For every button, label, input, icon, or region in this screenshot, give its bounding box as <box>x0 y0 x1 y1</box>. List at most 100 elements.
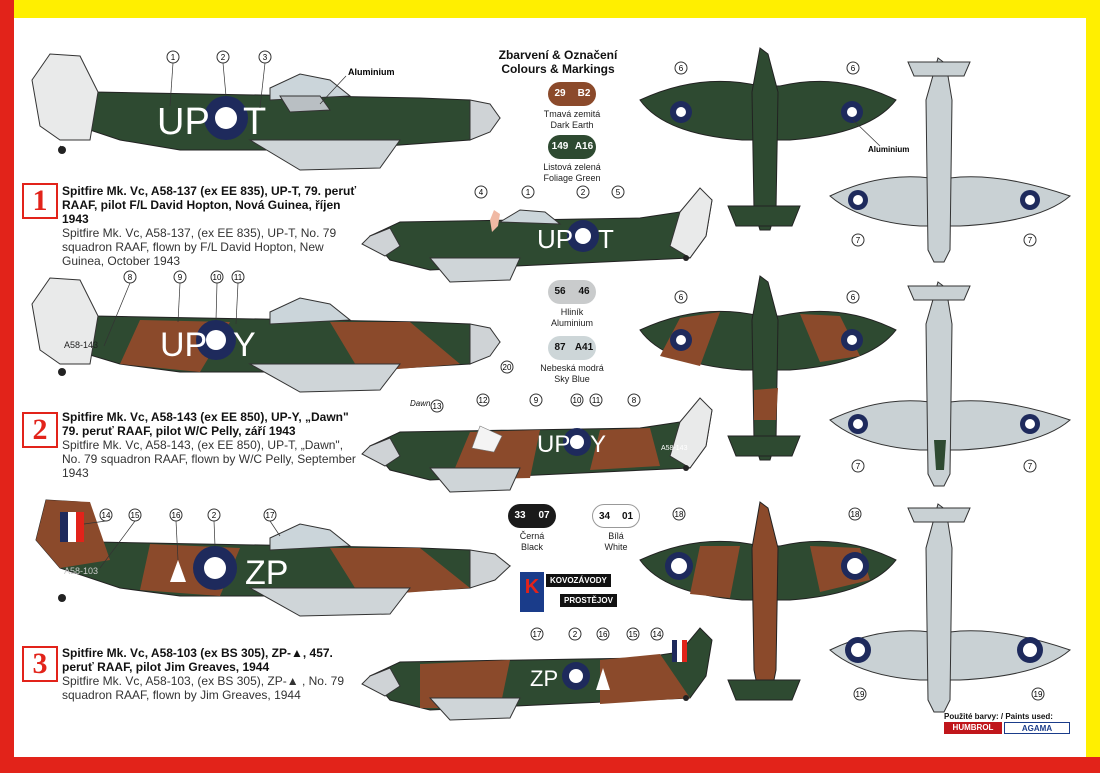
s2-small-callout-8: 8 <box>632 396 637 405</box>
s1-small-callout-2: 2 <box>581 188 586 197</box>
s3-small-callout-2: 2 <box>573 630 578 639</box>
s1-small-code-right: T <box>598 224 614 254</box>
s2-code-right: Y <box>233 326 256 364</box>
scheme-number-2: 2 <box>22 412 58 448</box>
swatch-name-cz: Bílá <box>608 531 624 541</box>
s3-callout-14: 14 <box>102 511 111 520</box>
swatch-code: 56 <box>554 286 566 297</box>
swatch-dark-earth: 29 B2 <box>548 82 596 106</box>
s2-small-code-left: UP <box>537 431 570 458</box>
s1-callout-2: 2 <box>221 53 226 62</box>
top3-callout-18b: 18 <box>851 510 860 519</box>
swatch-code: 07 <box>538 510 550 521</box>
swatch-name-cz: Hliník <box>560 307 584 317</box>
s3-code: ZP <box>245 554 288 592</box>
humbrol-logo: HUMBROL <box>944 722 1002 734</box>
bottom1-callout-7b: 7 <box>1028 236 1033 245</box>
s3-callout-15: 15 <box>131 511 140 520</box>
s3-callouts <box>83 508 281 569</box>
s2-side-view <box>31 277 501 393</box>
aluminium-callout: Aluminium <box>348 67 395 77</box>
kovozavody-top-text: KOVOZÁVODY <box>546 574 611 587</box>
kovozavody-k-mark: K <box>520 572 544 612</box>
s1-small-callout-4: 4 <box>479 188 484 197</box>
top2-callout-6a: 6 <box>679 293 684 302</box>
scheme-number-1: 1 <box>22 183 58 219</box>
swatch-code: B2 <box>577 88 591 99</box>
top1-callout-6a: 6 <box>679 64 684 73</box>
agama-logo: AGAMA <box>1004 722 1070 734</box>
swatch-label-sky-blue: Nebeská modrá Sky Blue <box>527 363 617 385</box>
bottom-red-border <box>0 757 1100 773</box>
bottom2-callout-7a: 7 <box>856 462 861 471</box>
s2-code-left: UP <box>160 326 207 364</box>
s3-small-code: ZP <box>530 666 558 691</box>
scheme-title-1: Spitfire Mk. Vc, A58-137 (ex EE 835), UP… <box>62 184 357 226</box>
s3-side-view <box>35 499 512 617</box>
s2-callout-10: 10 <box>213 273 222 282</box>
s2-small-serial: A58-143 <box>661 445 688 452</box>
swatch-code: 149 <box>551 141 569 152</box>
swatch-label-black: Černá Black <box>487 531 577 553</box>
swatch-name-cz: Listová zelená <box>543 162 601 172</box>
s2-callouts <box>103 270 514 374</box>
title-english: Colours & Markings <box>501 62 615 76</box>
swatch-label-white: Bílá White <box>571 531 661 553</box>
underside-view-3 <box>829 503 1071 713</box>
s2-small-callouts <box>430 393 641 413</box>
kovozavody-bottom-text: PROSTĚJOV <box>560 594 617 607</box>
s1-code-right: T <box>243 101 266 143</box>
s1-callout-1: 1 <box>171 53 176 62</box>
dawn-nose-art-label: Dawn <box>410 399 431 408</box>
s3-small-callout-17: 17 <box>533 630 542 639</box>
left-red-border <box>0 0 14 773</box>
swatch-code: A16 <box>574 141 594 152</box>
s1-small-code-left: UP <box>537 224 573 254</box>
scheme-caption-3: Spitfire Mk. Vc, A58-103 (ex BS 305), ZP… <box>62 646 362 702</box>
swatch-label-aluminium: Hliník Aluminium <box>527 307 617 329</box>
s2-small-callout-9: 9 <box>534 396 539 405</box>
underside-view-1 <box>829 57 1071 263</box>
s2-small-callout-13: 13 <box>433 402 442 411</box>
s2-serial: A58-143 <box>64 340 98 350</box>
swatch-code: A41 <box>574 342 594 353</box>
bottom1-callout-7a: 7 <box>856 236 861 245</box>
swatch-name-en: Foliage Green <box>543 173 601 183</box>
s3-callout-16: 16 <box>172 511 181 520</box>
swatch-name-en: Dark Earth <box>550 120 594 130</box>
s3-small-callout-15: 15 <box>629 630 638 639</box>
s1-callout-markers <box>166 50 347 109</box>
s3-small-callout-14: 14 <box>653 630 662 639</box>
scheme-english-1: Spitfire Mk. Vc, A58-137, (ex EE 835), U… <box>62 226 337 268</box>
swatch-name-cz: Tmavá zemitá <box>543 109 601 119</box>
swatch-code: 33 <box>514 510 526 521</box>
swatch-code: 87 <box>554 342 566 353</box>
swatch-name-en: Sky Blue <box>554 374 590 384</box>
s2-small-callout-10: 10 <box>573 396 582 405</box>
s2-callout-11: 11 <box>234 273 243 282</box>
s1-small-callout-1: 1 <box>526 188 531 197</box>
swatch-label-dark-earth: Tmavá zemitá Dark Earth <box>527 109 617 131</box>
scheme-title-2: Spitfire Mk. Vc, A58-143 (ex EE 850), UP… <box>62 410 349 438</box>
scheme-number-3: 3 <box>22 646 58 682</box>
plan-view-callouts <box>672 61 1045 701</box>
s2-callout-8: 8 <box>128 273 133 282</box>
swatch-name-en: Black <box>520 542 543 552</box>
top-view-2 <box>639 275 897 461</box>
swatch-code: 34 <box>598 511 611 522</box>
swatch-name-en: Aluminium <box>550 318 593 328</box>
scheme-caption-2: Spitfire Mk. Vc, A58-143 (ex EE 850), UP… <box>62 410 362 480</box>
swatch-code: 29 <box>554 88 566 99</box>
top-view-1 <box>639 47 897 231</box>
swatch-name-en: White <box>604 542 628 552</box>
paints-used-label: Použité barvy: / Paints used: <box>944 712 1053 721</box>
aluminium-wing-callout: Aluminium <box>868 145 909 154</box>
s2-small-callout-12: 12 <box>479 396 488 405</box>
s3-callout-17: 17 <box>266 511 275 520</box>
s1-small-callouts <box>474 185 625 199</box>
s3-small-callout-16: 16 <box>599 630 608 639</box>
bottom2-callout-7b: 7 <box>1028 462 1033 471</box>
